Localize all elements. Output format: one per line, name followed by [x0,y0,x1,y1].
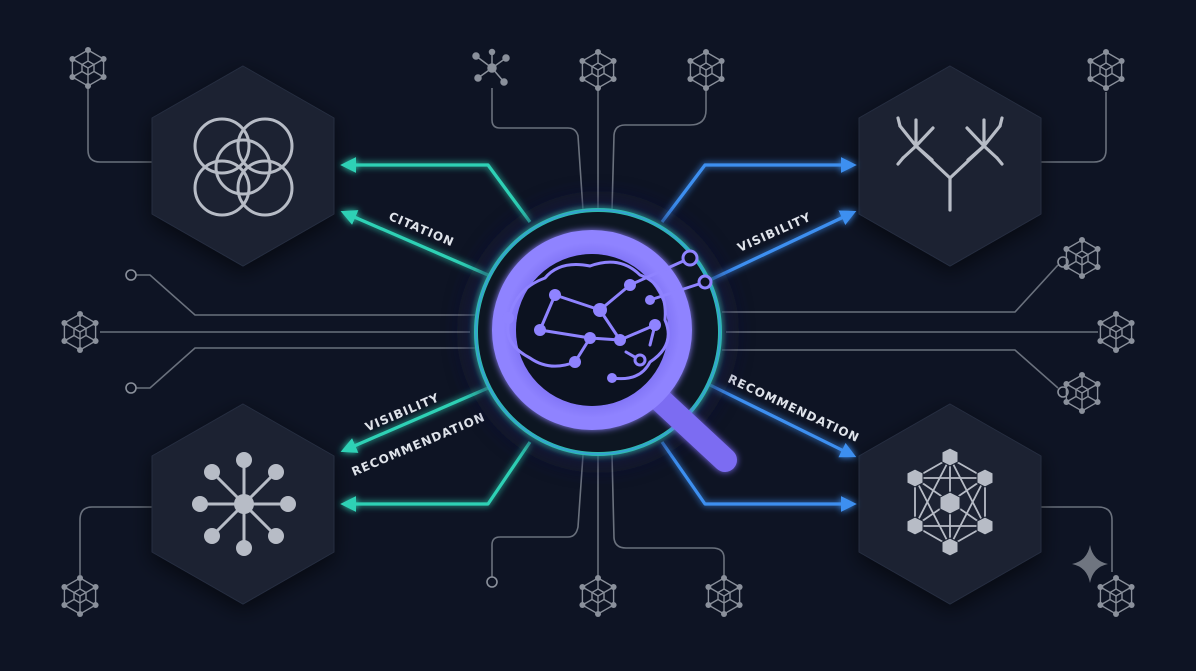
tree-branch-icon [896,116,1004,212]
circuit-traces [79,88,1113,578]
sparkle-icon [1072,545,1108,583]
brain-magnifier-icon [492,230,737,472]
hub-network-icon [192,452,296,556]
hexagon-panels [151,65,1042,605]
teal-arrows [340,157,532,512]
blue-arrows [660,157,857,512]
trace-terminals [125,256,1069,588]
hexagon-top-left [151,65,335,267]
venn-circles-icon [193,117,294,217]
mesh-network-icon [906,447,994,557]
molecule-icon [472,48,510,86]
hexagon-top-right [858,65,1042,267]
